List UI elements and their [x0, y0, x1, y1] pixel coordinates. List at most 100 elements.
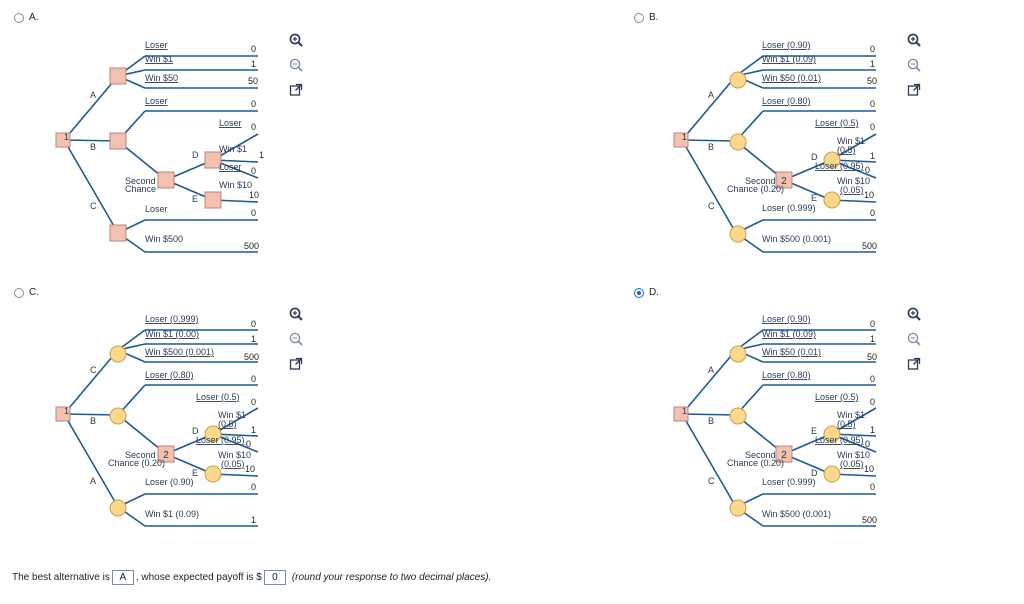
decision-node — [109, 67, 127, 85]
chance-node — [823, 425, 841, 443]
option-b[interactable]: B. — [634, 12, 658, 23]
decision-node — [109, 132, 127, 150]
branch-label: Win $10 — [218, 450, 251, 460]
payoff-value: 10 — [864, 190, 874, 200]
zoom-out-icon[interactable] — [906, 331, 922, 347]
option-d-label: D. — [649, 287, 659, 298]
branch-label: Loser (0.95) — [815, 435, 864, 445]
zoom-out-icon[interactable] — [288, 331, 304, 347]
branch-label: Chance (0.20) — [108, 458, 165, 468]
branch-label: (0.05) — [840, 459, 864, 469]
payoff-value: 0 — [251, 44, 256, 54]
branch-label: Win $500 (0.001) — [145, 347, 214, 357]
open-window-icon[interactable] — [906, 356, 922, 372]
zoom-in-icon[interactable] — [906, 306, 922, 322]
branch-label: Loser (0.90) — [762, 40, 811, 50]
open-window-icon[interactable] — [288, 356, 304, 372]
branch-label: Win $500 (0.001) — [762, 234, 831, 244]
chance-node — [729, 499, 747, 517]
payoff-value: 1 — [870, 334, 875, 344]
decision-node — [204, 151, 222, 169]
payoff-value: 1 — [870, 59, 875, 69]
payoff-value: 0 — [870, 122, 875, 132]
chance-node — [109, 499, 127, 517]
branch-line — [63, 139, 119, 234]
branch-line — [63, 139, 119, 142]
branch-line — [63, 75, 119, 141]
zoom-out-icon[interactable] — [288, 57, 304, 73]
branch-label: Loser (0.80) — [145, 370, 194, 380]
option-c-radio[interactable] — [14, 287, 24, 298]
option-d[interactable]: D. — [634, 287, 659, 298]
answer-prefix: The best alternative is — [12, 572, 110, 583]
payoff-value: 0 — [251, 208, 256, 218]
branch-label: A — [708, 90, 714, 100]
payoff-value: 0 — [870, 374, 875, 384]
branch-line — [681, 139, 737, 142]
branch-label: Win $10 — [219, 180, 252, 190]
expected-payoff-input[interactable]: 0 — [263, 570, 286, 585]
branch-line — [681, 349, 737, 415]
branch-line — [681, 75, 737, 141]
branch-label: E — [192, 468, 198, 478]
branch-label: Chance (0.20) — [727, 458, 784, 468]
branch-label: Win $1 (0.00) — [145, 329, 199, 339]
zoom-in-icon[interactable] — [906, 32, 922, 48]
zoom-in-icon[interactable] — [288, 32, 304, 48]
branch-label: Second — [745, 450, 776, 460]
branch-label: Win $1 — [837, 136, 865, 146]
decision-node — [157, 445, 175, 463]
decision-node — [157, 171, 175, 189]
branch-label: C — [90, 201, 97, 211]
branch-label: Win $500 — [145, 234, 183, 244]
branch-label: A — [90, 90, 96, 100]
option-c[interactable]: C. — [14, 287, 39, 298]
payoff-value: 1 — [251, 515, 256, 525]
branch-line — [63, 413, 119, 416]
decision-node-label: 2 — [781, 450, 787, 461]
decision-node — [204, 191, 222, 209]
branch-label: Loser — [145, 40, 168, 50]
chance-node — [109, 345, 127, 363]
decision-node-label: 2 — [781, 176, 787, 187]
payoff-value: 0 — [865, 439, 870, 449]
chance-node — [823, 151, 841, 169]
payoff-value: 50 — [867, 352, 877, 362]
branch-label: B — [708, 416, 714, 426]
chance-node — [204, 465, 222, 483]
branch-label: Loser — [145, 96, 168, 106]
open-window-icon[interactable] — [906, 82, 922, 98]
branch-label: D — [811, 152, 818, 162]
option-a-radio[interactable] — [14, 12, 24, 23]
payoff-value: 0 — [251, 319, 256, 329]
payoff-value: 0 — [251, 482, 256, 492]
payoff-value: 0 — [251, 166, 256, 176]
option-a[interactable]: A. — [14, 12, 38, 23]
best-alternative-input[interactable]: A — [111, 570, 134, 585]
branch-label: 1 — [682, 132, 687, 142]
zoom-in-icon[interactable] — [288, 306, 304, 322]
branch-label: Win $1 (0.09) — [762, 329, 816, 339]
payoff-value: 0 — [251, 397, 256, 407]
payoff-value: 500 — [862, 241, 877, 251]
payoff-value: 0 — [870, 482, 875, 492]
zoom-out-icon[interactable] — [906, 57, 922, 73]
branch-label: C — [90, 365, 97, 375]
chance-node — [823, 465, 841, 483]
branch-label: Win $1 — [219, 144, 247, 154]
branch-label: Win $1 — [218, 410, 246, 420]
branch-line — [63, 413, 119, 508]
branch-label: Loser (0.80) — [762, 96, 811, 106]
option-d-radio[interactable] — [634, 287, 644, 298]
branch-label: Loser (0.90) — [762, 314, 811, 324]
branch-line — [117, 329, 146, 351]
branch-label: Chance (0.20) — [727, 184, 784, 194]
branch-label: Win $50 — [145, 73, 178, 83]
open-window-icon[interactable] — [288, 82, 304, 98]
branch-label: D — [192, 150, 199, 160]
chance-node — [729, 407, 747, 425]
payoff-value: 1 — [259, 150, 264, 160]
option-b-radio[interactable] — [634, 12, 644, 23]
branch-label: B — [90, 142, 96, 152]
payoff-value: 10 — [864, 464, 874, 474]
